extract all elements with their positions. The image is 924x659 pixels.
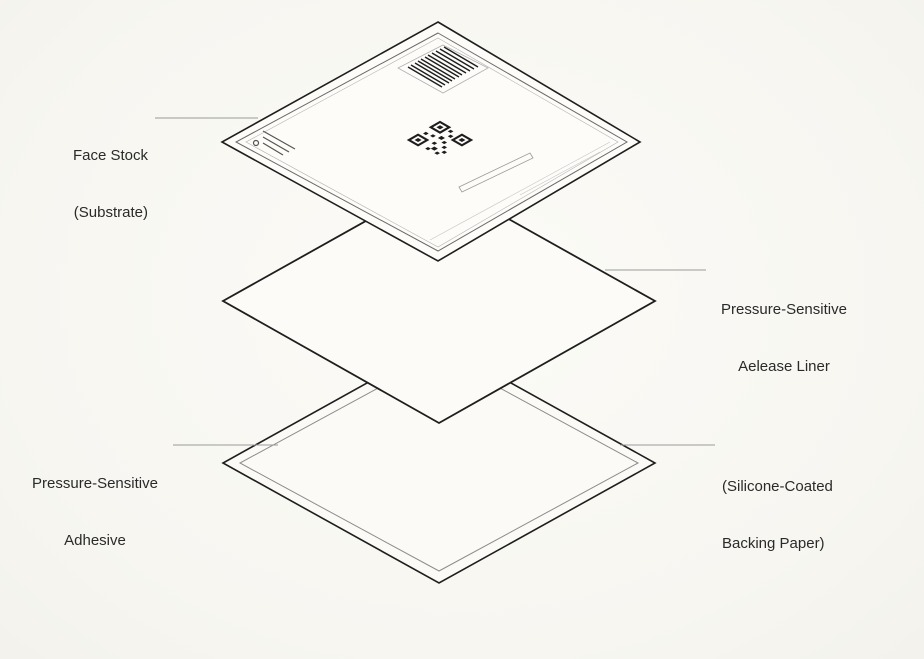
leader-lines xyxy=(155,117,715,446)
face-stock-small-print xyxy=(429,141,611,241)
face-stock-text-lines xyxy=(252,130,296,156)
face-stock-label-line2: (Substrate) xyxy=(73,204,148,221)
release-liner-label: Pressure-Sensitive Aelease Liner xyxy=(706,262,862,414)
face-stock-label: Face Stock (Substrate) xyxy=(40,108,148,260)
backing-paper-label: (Silicone-Coated Backing Paper) xyxy=(722,439,892,591)
backing-paper-label-line1: (Silicone-Coated xyxy=(722,478,833,495)
face-stock-label-line1: Face Stock xyxy=(72,147,148,164)
release-liner-label-line2: Aelease Liner xyxy=(738,358,830,375)
release-liner-layer xyxy=(221,178,657,425)
adhesive-label-line2: Adhesive xyxy=(64,532,126,549)
backing-paper-layer xyxy=(221,342,657,584)
adhesive-label: Pressure-Sensitive Adhesive xyxy=(20,436,170,588)
qr-code-graphic xyxy=(406,120,474,159)
backing-paper-label-line2: Backing Paper) xyxy=(722,535,825,552)
face-stock-field-box xyxy=(458,152,534,193)
barcode-graphic xyxy=(397,44,489,94)
adhesive-label-line1: Pressure-Sensitive xyxy=(32,475,158,492)
face-stock-layer xyxy=(220,21,642,262)
release-liner-label-line1: Pressure-Sensitive xyxy=(721,301,847,318)
